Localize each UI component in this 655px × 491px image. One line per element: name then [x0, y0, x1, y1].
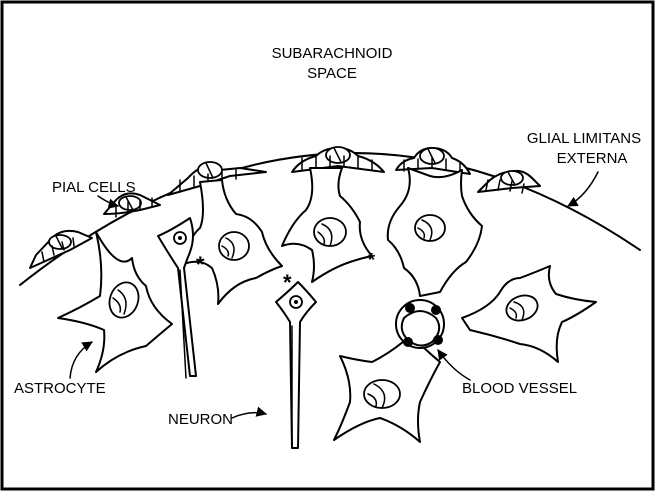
label-blood-vessel: BLOOD VESSEL: [462, 380, 577, 397]
blood-vessel: [396, 300, 444, 348]
label-glial-limitans: GLIAL LIMITANS: [527, 130, 641, 147]
label-subarachnoid: SUBARACHNOID: [272, 45, 393, 62]
asterisk-marker: *: [368, 250, 375, 270]
label-astrocyte: ASTROCYTE: [14, 380, 106, 397]
asterisk-marker: *: [283, 270, 292, 295]
label-neuron: NEURON: [168, 411, 233, 428]
label-pial-cells: PIAL CELLS: [52, 179, 136, 196]
asterisk-marker: *: [196, 252, 205, 277]
label-externa: EXTERNA: [557, 150, 628, 167]
label-space: SPACE: [307, 65, 357, 82]
